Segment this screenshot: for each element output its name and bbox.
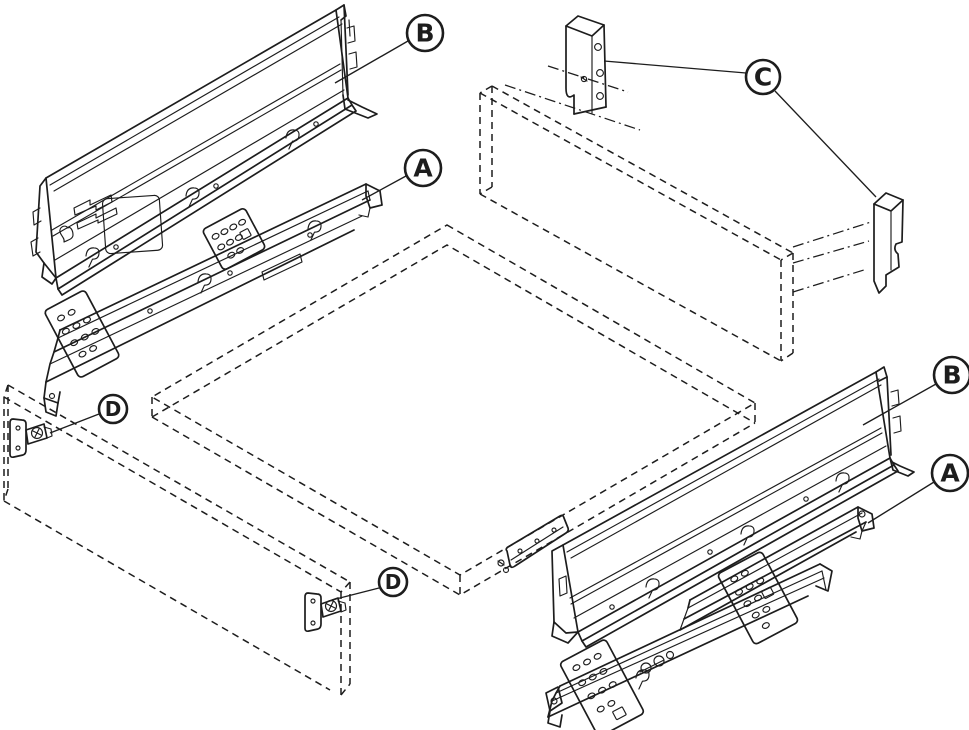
- callout-d-bottom: D: [332, 568, 407, 600]
- drawer-side-panel-right: [552, 367, 914, 647]
- callout-d-left-leader-0: [50, 414, 99, 433]
- callout-d-left-circle: [99, 395, 127, 423]
- callout-d-bottom-circle: [379, 568, 407, 596]
- front-fixing-bracket-left: [10, 419, 52, 457]
- callout-b-top-left-circle: [407, 15, 443, 51]
- runner-rollers: [631, 652, 673, 690]
- callout-d-bottom-leader-0: [332, 588, 379, 600]
- bottom-panel-outline: [152, 225, 755, 595]
- rear-fixing-bracket-1: [566, 16, 606, 114]
- callout-d-left-label: D: [105, 397, 122, 421]
- mounting-plate-front-left: [44, 290, 120, 379]
- callout-a-top-left-leader-0: [362, 176, 406, 200]
- slide-rail-left: [44, 184, 382, 416]
- callout-b-bottom-right-label: B: [942, 361, 961, 390]
- callout-a-top-left-label: A: [413, 154, 433, 183]
- callout-b-top-left-leader-0: [335, 41, 408, 83]
- rear-hook-right-panel: [887, 377, 914, 476]
- callout-b-bottom-right: B: [863, 357, 969, 425]
- callouts: B A C B A D D: [50, 15, 969, 600]
- callout-a-bottom-right-circle: [932, 455, 968, 491]
- callout-b-top-left-label: B: [415, 19, 434, 48]
- mounting-plate-rear-right: [717, 551, 799, 645]
- callout-a-top-left: A: [362, 150, 441, 200]
- mounting-plate-front-right: [559, 639, 644, 730]
- back-panel-outline: [480, 86, 793, 361]
- callout-a-bottom-right: A: [868, 455, 968, 523]
- callout-c-rear-leader-0: [604, 61, 746, 73]
- callout-a-bottom-right-label: A: [940, 459, 960, 488]
- callout-d-left: D: [50, 395, 127, 433]
- callout-c-rear-circle: [746, 60, 780, 94]
- drawer-side-panel-left: [31, 5, 377, 295]
- mounting-plate-rear-left: [202, 207, 266, 270]
- callout-a-top-left-circle: [405, 150, 441, 186]
- callout-c-rear: C: [604, 60, 876, 197]
- callout-b-bottom-right-leader-0: [863, 384, 936, 425]
- callout-c-rear-leader-1: [775, 91, 876, 197]
- rear-hook-left-panel: [336, 5, 377, 118]
- callout-b-top-left: B: [335, 15, 443, 83]
- cabinet-runner-right: [546, 551, 832, 730]
- slide-rail-right: [680, 507, 874, 630]
- rear-fixing-bracket-2: [874, 193, 903, 293]
- alignment-centerlines: [505, 66, 871, 292]
- panel-face-markings-left: [60, 122, 318, 267]
- callout-b-bottom-right-circle: [934, 357, 969, 393]
- callout-a-bottom-right-leader-0: [868, 482, 934, 523]
- callout-d-bottom-label: D: [385, 570, 402, 594]
- coupling-plate: [498, 515, 568, 572]
- front-fixing-bracket-bottom: [305, 593, 346, 631]
- callout-c-rear-label: C: [754, 63, 772, 92]
